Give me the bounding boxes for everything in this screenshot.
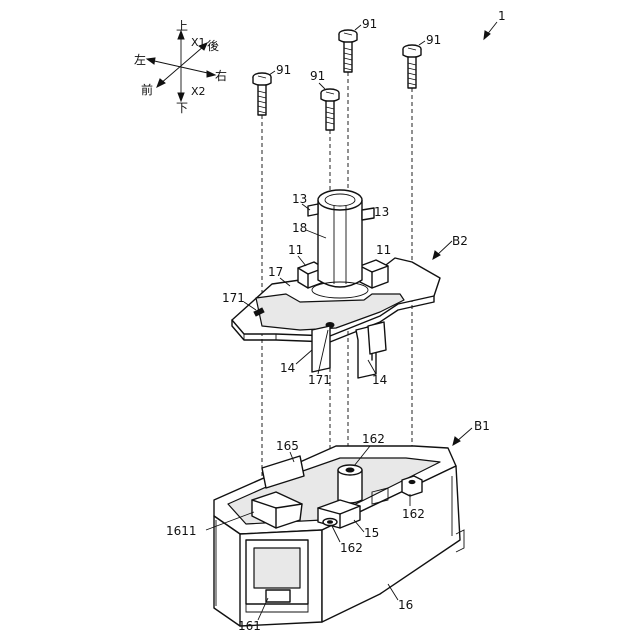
label-17: 17	[268, 265, 283, 279]
screw-d-label: 91	[310, 69, 325, 83]
screw-d: 91	[310, 69, 339, 130]
label-11-right: 11	[376, 243, 391, 257]
axis-x2-label: X2	[191, 85, 206, 98]
label-1611: 1611	[166, 524, 197, 538]
axis-front-label: 前	[141, 82, 153, 97]
label-171-lower: 171	[308, 373, 331, 387]
subassembly-b2	[232, 190, 440, 378]
label-162-lower: 162	[340, 541, 363, 555]
screw-b-label: 91	[426, 33, 441, 47]
assembly-number: 1	[498, 9, 506, 23]
screw-b: 91	[403, 33, 441, 88]
label-14-right: 14	[372, 373, 387, 387]
case-b1	[214, 446, 464, 626]
label-13-left: 13	[292, 192, 307, 206]
axis-down-label: 下	[176, 101, 188, 115]
screw-c-label: 91	[276, 63, 291, 77]
label-165: 165	[276, 439, 299, 453]
label-14-left: 14	[280, 361, 295, 375]
screw-a-label: 91	[362, 17, 377, 31]
label-161: 161	[238, 619, 261, 633]
axis-left-label: 左	[134, 52, 146, 67]
axis-back-label: 後	[207, 39, 219, 53]
label-16: 16	[398, 598, 413, 612]
label-171-upper: 171	[222, 291, 245, 305]
assembly-ref-1: 1	[484, 9, 506, 39]
label-18: 18	[292, 221, 307, 235]
label-11-left: 11	[288, 243, 303, 257]
direction-indicator: 上 下 左 右 前 後 X1 X2	[134, 19, 227, 115]
label-162-right: 162	[402, 507, 425, 521]
axis-up-label: 上	[176, 19, 188, 33]
b2-ref-label: B2	[452, 234, 468, 248]
screw-c: 91	[253, 63, 291, 115]
b1-ref-label: B1	[474, 419, 490, 433]
label-162-top: 162	[362, 432, 385, 446]
axis-right-label: 右	[215, 68, 227, 83]
label-13-right: 13	[374, 205, 389, 219]
label-15: 15	[364, 526, 379, 540]
screw-a: 91	[339, 17, 377, 72]
axis-x1-label: X1	[191, 36, 206, 49]
